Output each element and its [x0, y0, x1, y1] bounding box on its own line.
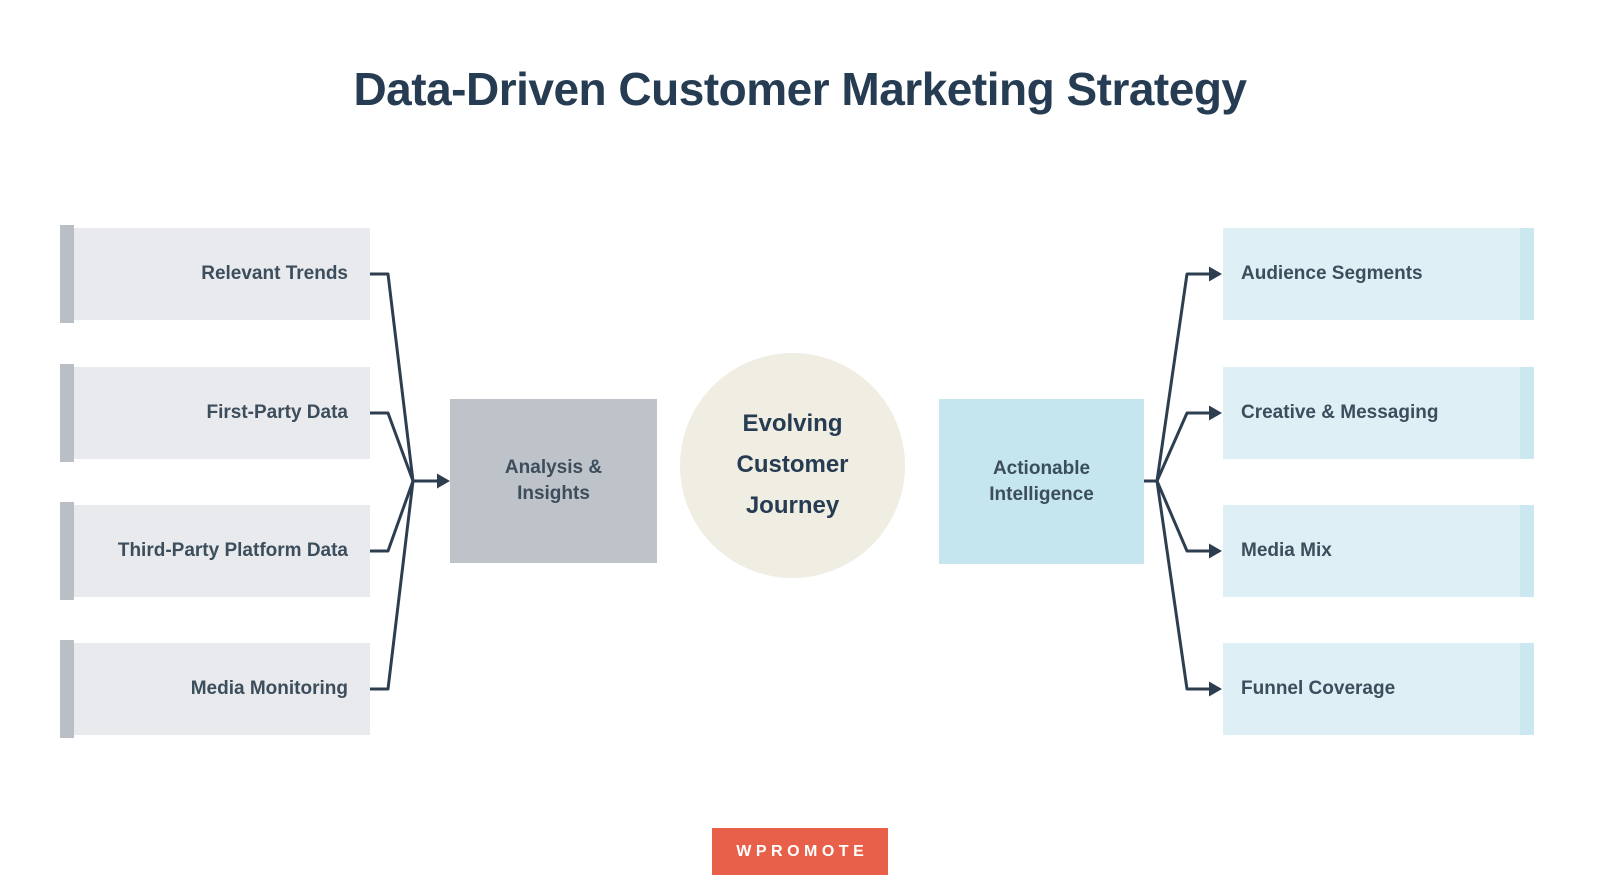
- accent-bar: [60, 225, 74, 323]
- source-label: Third-Party Platform Data: [117, 540, 348, 562]
- connector-funnel-coverage: [1155, 480, 1210, 691]
- page-title: Data-Driven Customer Marketing Strategy: [353, 63, 1247, 115]
- connector-third-party-data: [370, 480, 415, 553]
- analysis-insights-box: Analysis & Insights: [450, 399, 657, 563]
- output-label: Audience Segments: [1241, 263, 1423, 285]
- output-label: Media Mix: [1241, 540, 1332, 562]
- analysis-label: Analysis & Insights: [504, 457, 603, 504]
- accent-bar: [1520, 505, 1534, 597]
- accent-bar: [1520, 367, 1534, 459]
- connector-audience-segments: [1155, 272, 1210, 482]
- arrowhead-icon: [1209, 266, 1222, 282]
- source-box-media-monitoring: Media Monitoring: [60, 640, 370, 738]
- connector-first-party-data: [370, 411, 415, 482]
- accent-bar: [1520, 228, 1534, 320]
- arrowhead-icon: [1209, 681, 1222, 697]
- source-box-first-party-data: First-Party Data: [60, 364, 370, 462]
- accent-bar: [60, 364, 74, 462]
- arrowhead-icon: [1209, 405, 1222, 421]
- connector-creative-messaging: [1155, 411, 1210, 482]
- journey-label: Evolving Customer Journey: [736, 410, 849, 519]
- evolving-customer-journey-circle: Evolving Customer Journey: [680, 353, 905, 578]
- connector-relevant-trends: [370, 272, 415, 482]
- source-box-relevant-trends: Relevant Trends: [60, 225, 370, 323]
- wpromote-logo: WPROMOTE: [712, 828, 888, 875]
- accent-bar: [1520, 643, 1534, 735]
- source-box-third-party-platform-data: Third-Party Platform Data: [60, 502, 370, 600]
- accent-bar: [60, 640, 74, 738]
- connector-media-monitoring: [370, 480, 415, 691]
- source-label: Media Monitoring: [190, 678, 348, 700]
- output-box-creative-messaging: Creative & Messaging: [1223, 367, 1534, 459]
- actionable-intelligence-box: Actionable Intelligence: [939, 399, 1144, 564]
- output-box-media-mix: Media Mix: [1223, 505, 1534, 597]
- output-box-funnel-coverage: Funnel Coverage: [1223, 643, 1534, 735]
- source-label: First-Party Data: [206, 402, 349, 424]
- source-label: Relevant Trends: [201, 263, 348, 285]
- output-label: Creative & Messaging: [1241, 402, 1439, 424]
- accent-bar: [60, 502, 74, 600]
- right-connector-group: [1144, 266, 1222, 697]
- arrowhead-icon: [1209, 543, 1222, 559]
- left-connector-group: [370, 272, 450, 691]
- intelligence-label: Actionable Intelligence: [989, 457, 1094, 505]
- output-label: Funnel Coverage: [1241, 678, 1396, 700]
- connector-media-mix: [1155, 480, 1210, 553]
- output-box-audience-segments: Audience Segments: [1223, 228, 1534, 320]
- arrowhead-icon: [437, 473, 450, 489]
